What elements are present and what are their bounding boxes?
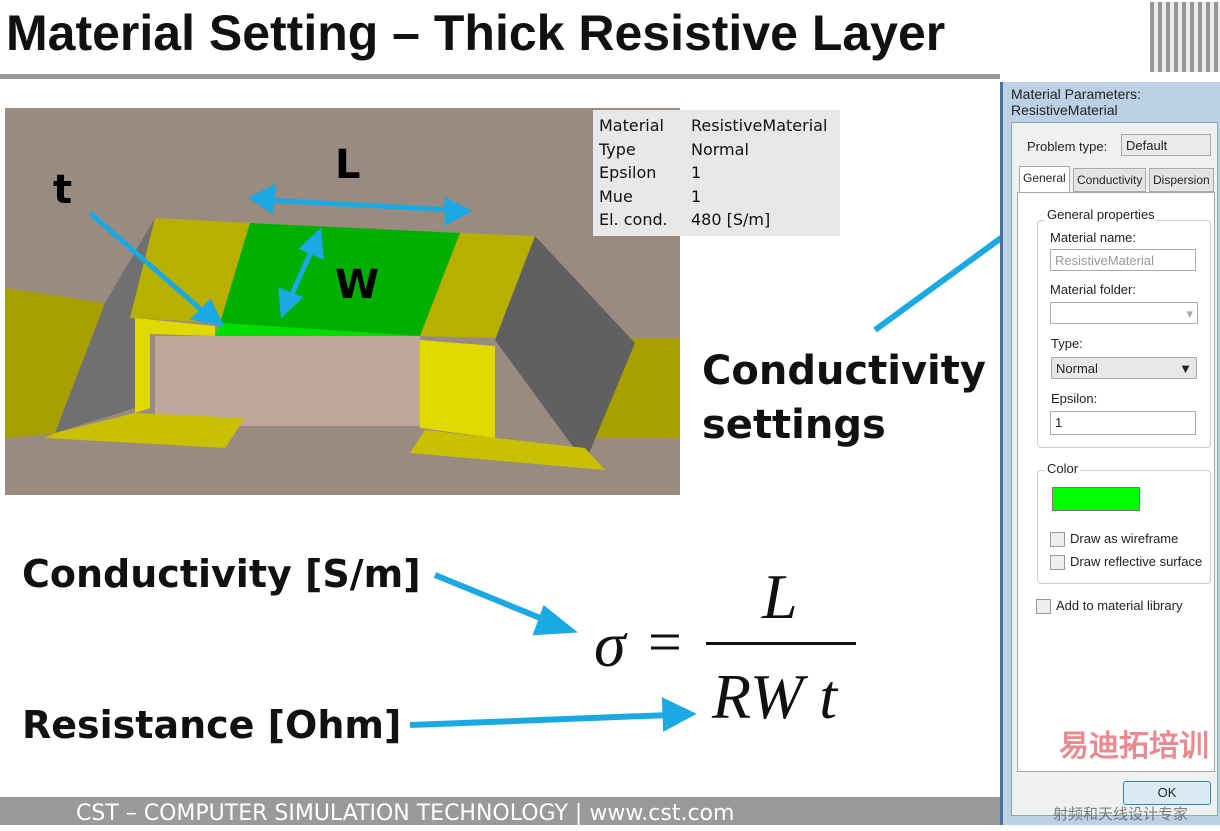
material-properties-table: Material ResistiveMaterial Type Normal Eps… xyxy=(593,110,840,236)
material-folder-select[interactable]: ▾ xyxy=(1050,302,1198,324)
property-key: Epsilon xyxy=(599,163,657,182)
slide-title: Material Setting – Thick Resistive Layer xyxy=(6,5,946,61)
type-value: Normal xyxy=(1056,361,1098,376)
resistor-3d-view: t L W xyxy=(5,108,680,495)
problem-type-select[interactable]: Default xyxy=(1121,134,1211,156)
conductivity-unit-label: Conductivity [S/m] xyxy=(22,552,421,596)
property-key: Mue xyxy=(599,186,633,206)
dialog-title: Material Parameters: ResistiveMaterial xyxy=(1011,86,1141,118)
chevron-down-icon: ▾ xyxy=(1186,306,1193,321)
type-label: Type: xyxy=(1051,336,1083,351)
wireframe-checkbox[interactable]: Draw as wireframe xyxy=(1050,531,1179,548)
callout-line: Conductivity xyxy=(702,348,986,394)
equals-sign: = xyxy=(648,609,682,675)
epsilon-label: Epsilon: xyxy=(1051,391,1098,406)
tab-general[interactable]: General xyxy=(1019,166,1070,193)
property-value: 1 xyxy=(691,163,702,182)
color-swatch-button[interactable] xyxy=(1052,487,1140,511)
add-to-library-checkbox[interactable]: Add to material library xyxy=(1036,598,1183,615)
material-name-input[interactable]: ResistiveMaterial xyxy=(1050,249,1196,271)
conductivity-settings-callout: Conductivity settings xyxy=(702,344,986,452)
property-value: 480 [S/m] xyxy=(691,210,771,229)
checkbox-label: Draw as wireframe xyxy=(1070,531,1179,546)
group-label: General properties xyxy=(1045,207,1157,222)
property-value: Normal xyxy=(691,139,749,159)
problem-type-label: Problem type: xyxy=(1027,139,1108,154)
label-W: W xyxy=(335,262,379,308)
property-row: El. cond. 480 [S/m] xyxy=(593,208,840,232)
formula-numerator: L xyxy=(762,561,798,632)
chevron-down-icon: ▼ xyxy=(1179,361,1192,376)
property-value: 1 xyxy=(691,186,702,206)
color-group xyxy=(1037,470,1211,584)
checkbox-icon[interactable] xyxy=(1036,599,1051,615)
conductivity-formula: σ = L RW t xyxy=(590,560,860,740)
property-key: El. cond. xyxy=(599,210,668,229)
property-row: Mue 1 xyxy=(593,185,840,209)
group-label: Color xyxy=(1045,461,1081,476)
material-name-label: Material name: xyxy=(1050,230,1136,245)
callout-line: settings xyxy=(702,402,886,448)
property-row: Type Normal xyxy=(593,138,840,162)
reflective-checkbox[interactable]: Draw reflective surface xyxy=(1050,554,1203,571)
watermark-tagline: 射频和天线设计专家 xyxy=(1053,806,1189,823)
property-row: Material ResistiveMaterial xyxy=(593,114,840,138)
material-parameters-dialog: Material Parameters: ResistiveMaterial P… xyxy=(1000,82,1220,825)
watermark-logo: 易迪拓培训 xyxy=(1059,730,1209,763)
title-divider xyxy=(0,74,1000,79)
checkbox-icon[interactable] xyxy=(1050,555,1065,571)
material-folder-label: Material folder: xyxy=(1050,282,1136,297)
formula-denominator: RW t xyxy=(712,661,838,732)
slide-footer: CST – COMPUTER SIMULATION TECHNOLOGY | w… xyxy=(0,797,1000,826)
tab-panel xyxy=(1017,192,1215,772)
checkbox-icon[interactable] xyxy=(1050,532,1065,548)
qr-code-icon xyxy=(1150,2,1220,72)
property-key: Type xyxy=(599,139,636,159)
fraction-bar xyxy=(706,642,856,645)
type-select[interactable]: Normal ▼ xyxy=(1051,357,1197,379)
tab-conductivity[interactable]: Conductivity xyxy=(1073,168,1147,192)
tab-dispersion[interactable]: Dispersion xyxy=(1149,168,1214,192)
label-t: t xyxy=(53,167,72,213)
ok-button[interactable]: OK xyxy=(1123,781,1211,805)
property-row: Epsilon 1 xyxy=(593,161,840,185)
label-L: L xyxy=(335,142,361,188)
property-key: Material xyxy=(599,116,664,135)
resistance-unit-label: Resistance [Ohm] xyxy=(22,703,402,747)
sigma-symbol: σ xyxy=(594,609,626,680)
checkbox-label: Add to material library xyxy=(1056,598,1183,613)
epsilon-input[interactable]: 1 xyxy=(1050,411,1196,435)
property-value: ResistiveMaterial xyxy=(691,116,828,135)
checkbox-label: Draw reflective surface xyxy=(1070,554,1203,569)
